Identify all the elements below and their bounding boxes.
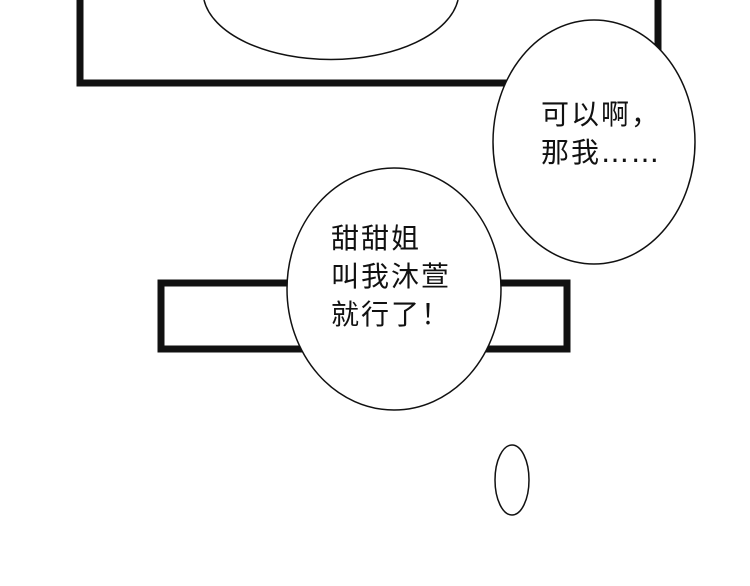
small-empty-bubble — [494, 444, 530, 516]
speech-text-left: 甜甜姐 叫我沐萱 就行了！ — [331, 220, 451, 334]
speech-line: 可以啊， — [541, 98, 662, 131]
speech-line: 甜甜姐 — [331, 222, 422, 255]
speech-line: 叫我沐萱 — [331, 260, 452, 293]
speech-bubble-right — [492, 19, 696, 265]
top-panel-frame — [76, 0, 662, 87]
speech-text-right: 可以啊， 那我…… — [541, 96, 661, 172]
speech-line: 就行了！ — [331, 298, 452, 331]
top-partial-bubble — [203, 0, 459, 61]
speech-bubble-left — [286, 167, 502, 411]
speech-line: 那我…… — [541, 136, 662, 169]
